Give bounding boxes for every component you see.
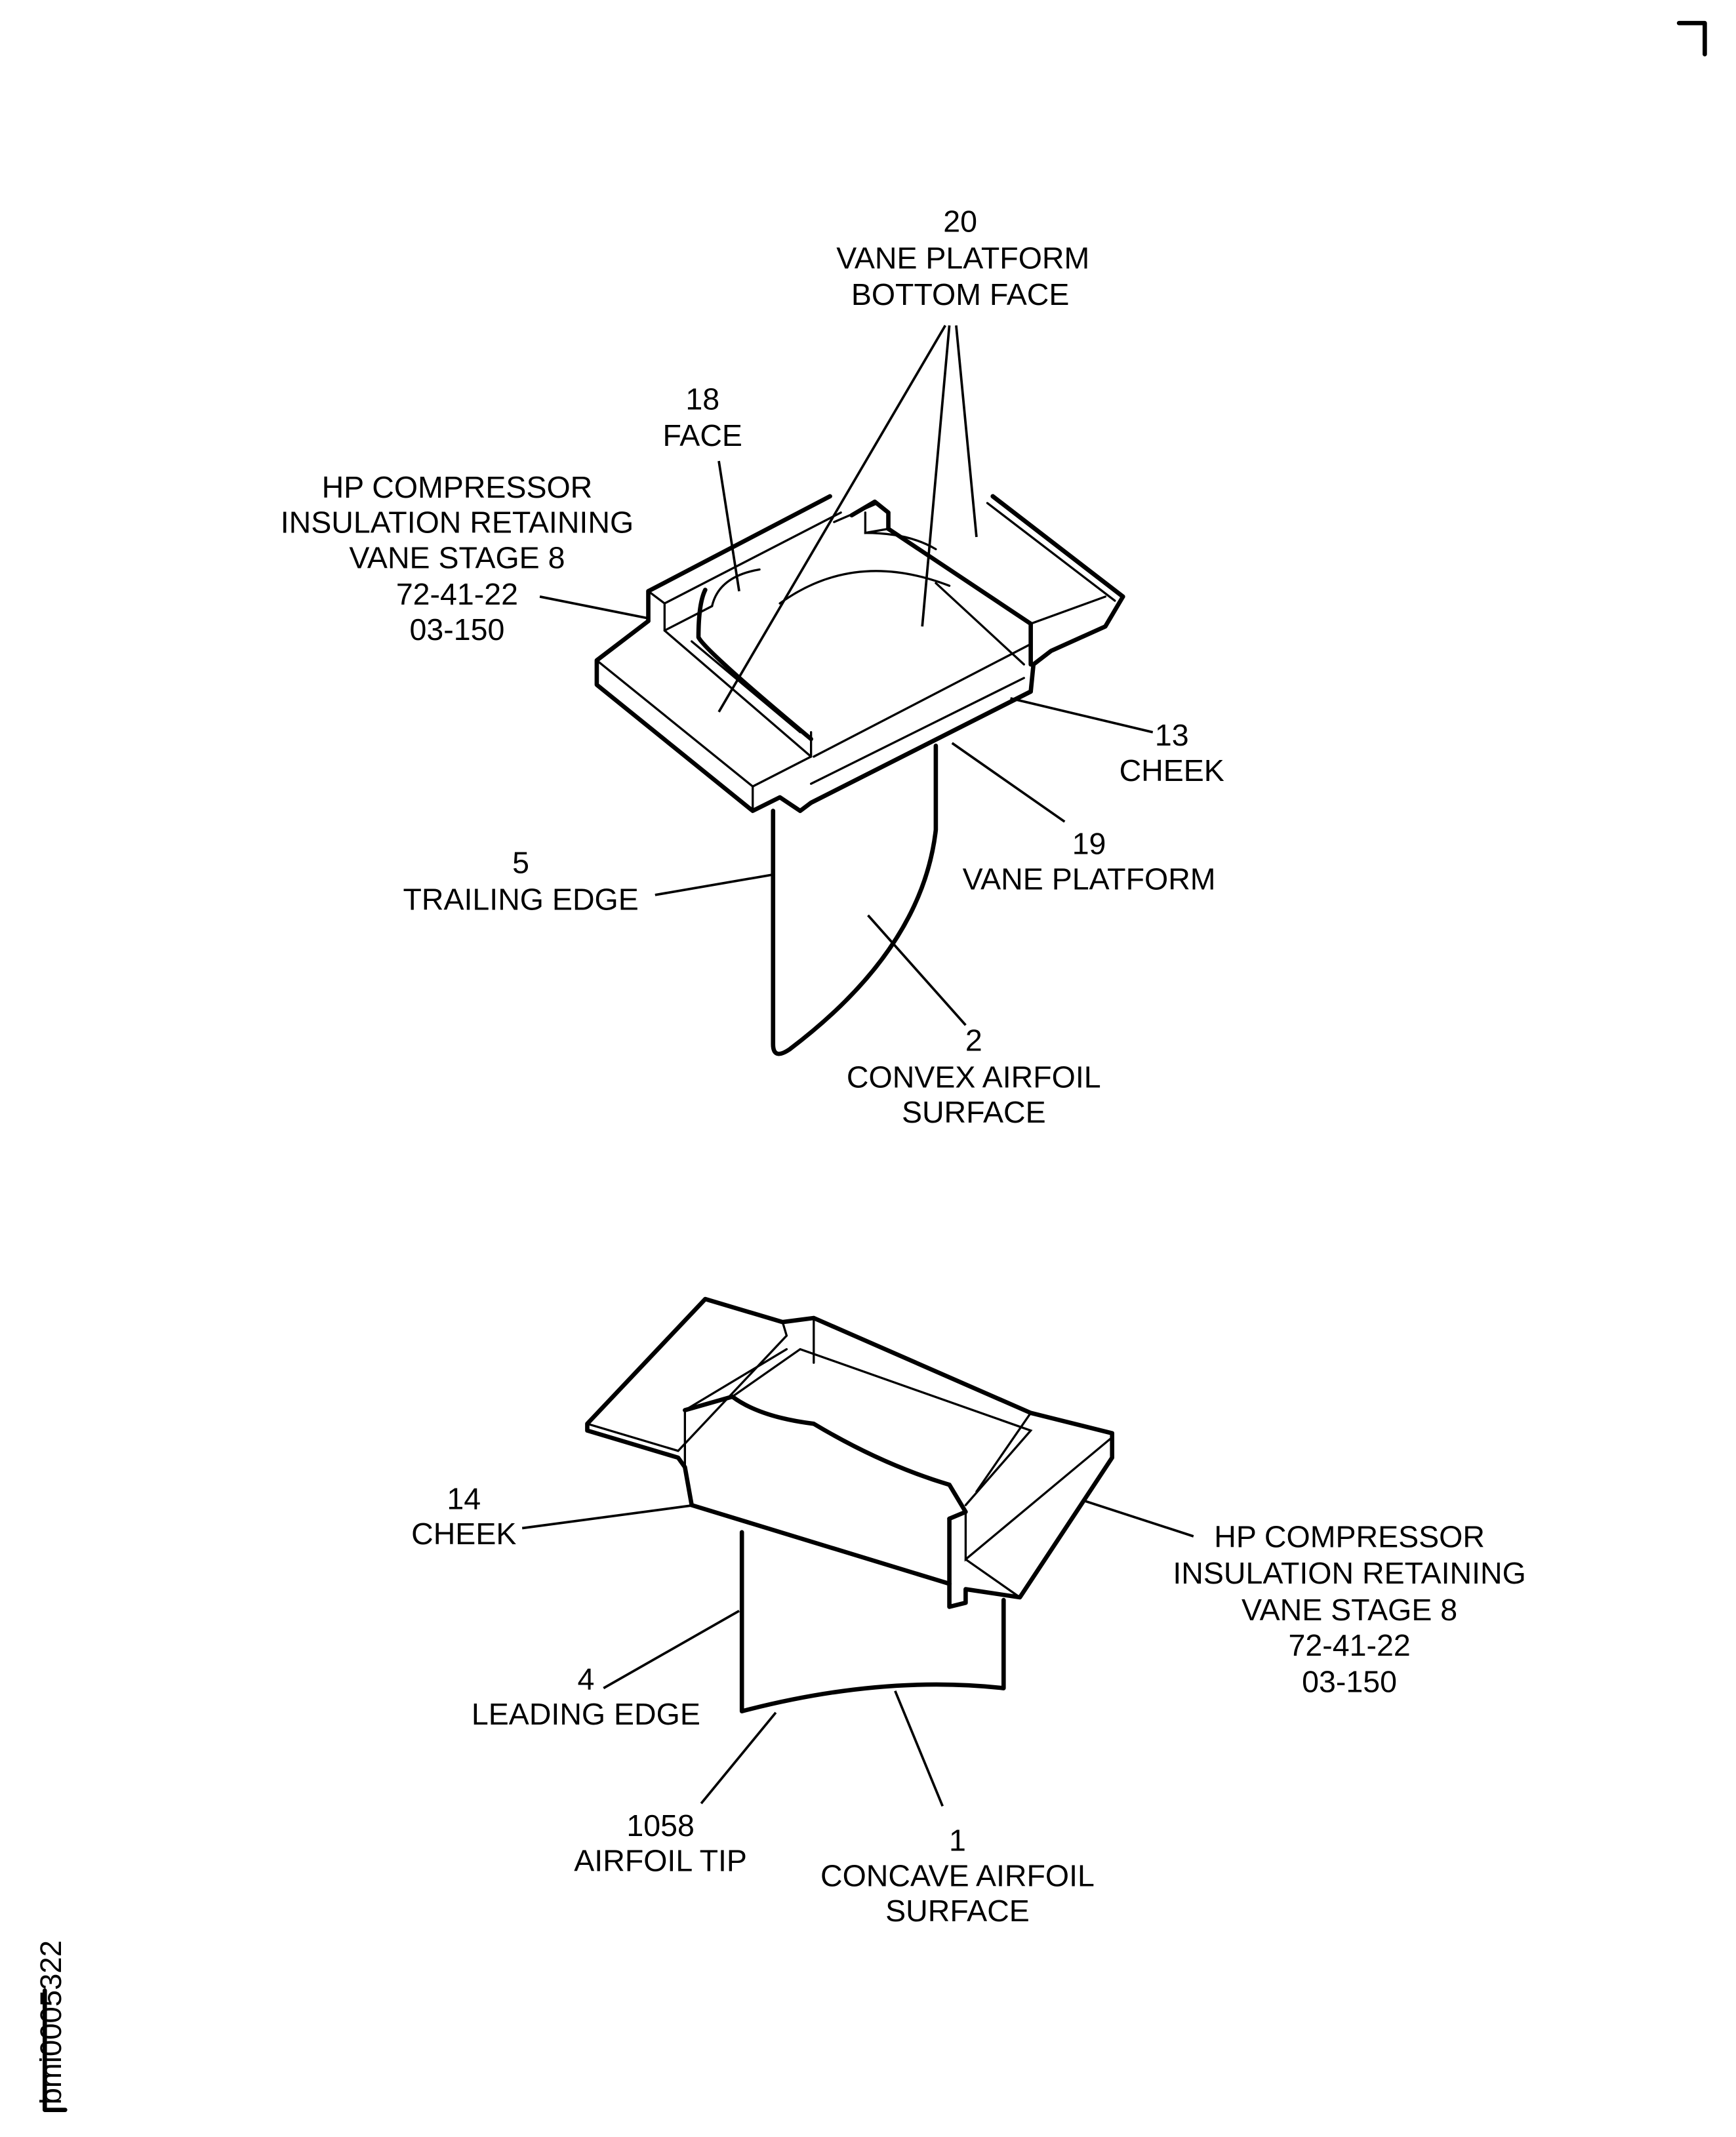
label-vane-platform-bottom-face-2: BOTTOM FACE: [851, 277, 1070, 311]
label-14: 14: [447, 1481, 481, 1515]
label-trailing-edge: TRAILING EDGE: [403, 882, 638, 916]
label-part-ref-1: HP COMPRESSOR: [322, 470, 593, 504]
figure-id: bmi0005322: [34, 1940, 68, 2104]
label-5: 5: [512, 846, 529, 880]
label-convex-airfoil: CONVEX AIRFOIL: [847, 1060, 1101, 1094]
label-18: 18: [685, 382, 719, 416]
label-vane-platform-bottom-face: VANE PLATFORM: [836, 241, 1089, 275]
label-surface: SURFACE: [902, 1095, 1046, 1129]
label-1058: 1058: [626, 1808, 694, 1843]
top-view-leaders: [539, 325, 1154, 1026]
label-surface-bottom: SURFACE: [885, 1894, 1030, 1928]
label-part-ref-3: VANE STAGE 8: [349, 540, 565, 574]
bottom-view-vane-drawing: [585, 1296, 1115, 1713]
label-part-ref-2: INSULATION RETAINING: [281, 506, 634, 540]
label-4: 4: [577, 1662, 594, 1696]
label-part-ref-4: 72-41-22: [396, 577, 518, 611]
label-part-ref-bottom-2: INSULATION RETAINING: [1173, 1556, 1525, 1590]
label-cheek-bottom: CHEEK: [411, 1517, 516, 1551]
crop-mark-top-right: [1676, 20, 1707, 57]
label-2: 2: [965, 1023, 982, 1057]
label-part-ref-bottom-5: 03-150: [1302, 1665, 1397, 1699]
label-part-ref-bottom-3: VANE STAGE 8: [1241, 1593, 1457, 1627]
label-leading-edge: LEADING EDGE: [472, 1697, 700, 1731]
label-concave-airfoil: CONCAVE AIRFOIL: [820, 1858, 1095, 1892]
crop-mark-bottom-left: [42, 1988, 68, 2112]
bottom-view-labels: 14 CHEEK HP COMPRESSOR INSULATION RETAIN…: [411, 1481, 1526, 1928]
label-part-ref-bottom-1: HP COMPRESSOR: [1214, 1519, 1485, 1553]
label-1: 1: [949, 1824, 966, 1858]
label-13: 13: [1155, 718, 1189, 752]
label-part-ref-bottom-4: 72-41-22: [1289, 1628, 1411, 1662]
label-face: FACE: [662, 418, 742, 452]
top-view-vane-drawing: [594, 494, 1125, 1056]
label-airfoil-tip: AIRFOIL TIP: [574, 1844, 747, 1878]
label-cheek: CHEEK: [1120, 753, 1224, 788]
top-view-labels: 20 VANE PLATFORM BOTTOM FACE 18 FACE HP …: [281, 204, 1224, 1129]
bottom-view-leaders: [521, 1500, 1194, 1807]
label-vane-platform: VANE PLATFORM: [963, 862, 1216, 896]
label-19: 19: [1072, 827, 1106, 861]
label-part-ref-5: 03-150: [410, 612, 505, 647]
label-20: 20: [943, 204, 977, 238]
